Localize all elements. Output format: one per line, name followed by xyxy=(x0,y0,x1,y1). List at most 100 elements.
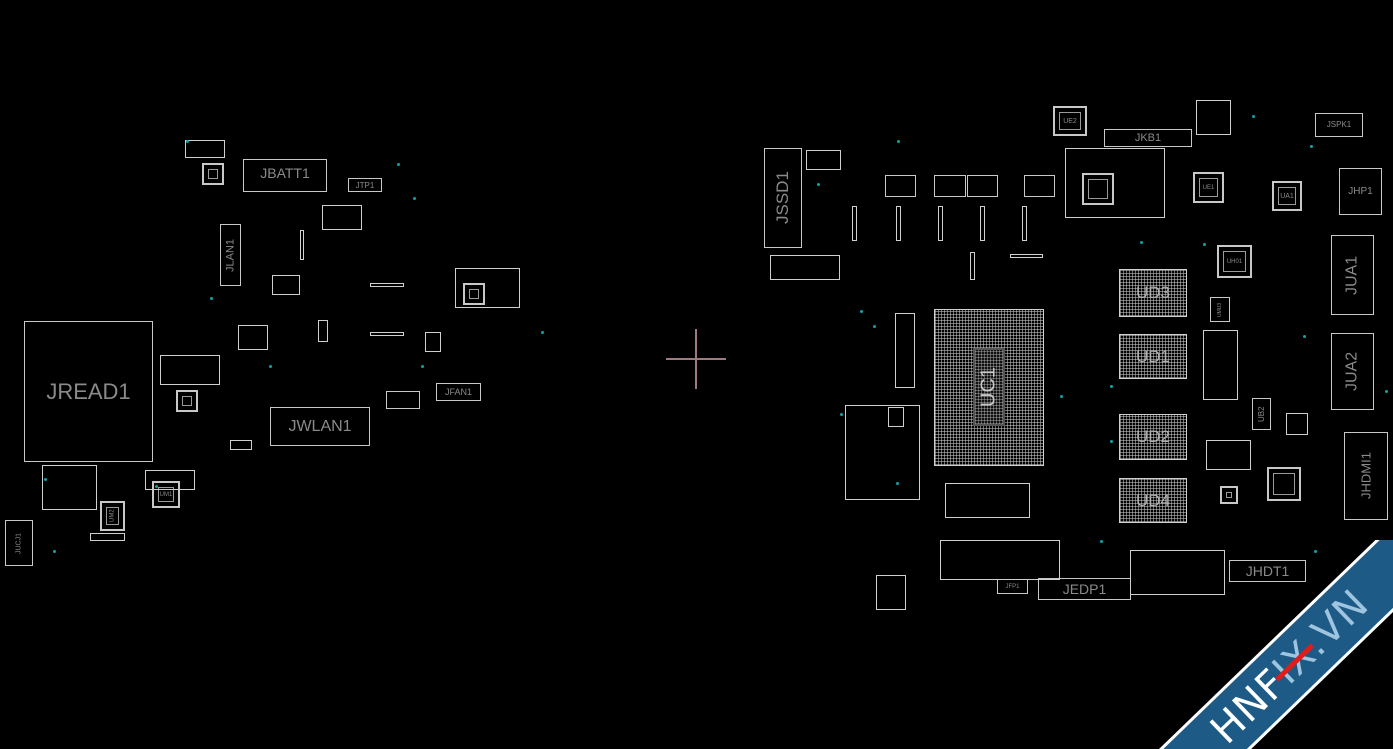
passive-component[interactable] xyxy=(300,230,304,260)
umu3-ic[interactable]: UMU3 xyxy=(1210,297,1230,322)
ic-chip[interactable] xyxy=(202,163,224,185)
small-connector[interactable] xyxy=(386,391,420,409)
ud2-label: UD2 xyxy=(1135,427,1170,446)
passive-component[interactable] xyxy=(1196,100,1231,135)
ua1-ic[interactable]: UA1 xyxy=(1272,181,1302,211)
ic-chip[interactable] xyxy=(463,283,485,305)
jread1-label: JREAD1 xyxy=(46,378,131,404)
jkb1-connector[interactable]: JKB1 xyxy=(1104,129,1192,147)
ic-chip[interactable] xyxy=(176,390,198,412)
passive-component[interactable] xyxy=(185,140,225,158)
jbatt1-connector[interactable]: JBATT1 xyxy=(243,159,327,192)
ud4-label: UD4 xyxy=(1135,490,1170,510)
passive-component[interactable] xyxy=(1010,254,1043,258)
jspk1-connector[interactable]: JSPK1 xyxy=(1315,113,1363,137)
jua2-usb-connector[interactable]: JUA2 xyxy=(1331,333,1374,410)
inductor[interactable] xyxy=(934,175,966,197)
capacitor[interactable] xyxy=(938,206,943,241)
jtp1-connector[interactable]: JTP1 xyxy=(348,178,382,192)
passive-component[interactable] xyxy=(1206,440,1251,470)
jbatt1-label: JBATT1 xyxy=(260,164,310,181)
passive-component[interactable] xyxy=(160,355,220,385)
jspk1-label: JSPK1 xyxy=(1326,119,1352,129)
ue2-ic[interactable]: UE2 xyxy=(1053,106,1087,136)
passive-component[interactable] xyxy=(888,407,904,427)
jucj1-label: JUCJ1 xyxy=(15,532,23,554)
ud1-memory[interactable]: UD1 xyxy=(1119,334,1187,379)
jucj1-connector[interactable]: JUCJ1 xyxy=(5,520,33,566)
jhdt1-connector[interactable]: JHDT1 xyxy=(1229,560,1306,582)
um2-ic[interactable]: UM2 xyxy=(100,501,125,531)
ud3-memory[interactable]: UD3 xyxy=(1119,269,1187,317)
watermark-text: HNFIX.VN xyxy=(1202,581,1378,749)
passive-component[interactable] xyxy=(145,470,195,490)
jhdmi1-connector[interactable]: JHDMI1 xyxy=(1344,432,1388,520)
jread1-card-reader[interactable]: JREAD1 xyxy=(24,321,153,462)
ic-chip[interactable] xyxy=(1082,173,1114,205)
uc1-cpu[interactable]: UC1 xyxy=(934,309,1044,466)
inductor[interactable] xyxy=(967,175,998,197)
passive-component[interactable] xyxy=(455,268,520,308)
jfp1-label: JFP1 xyxy=(1005,583,1020,590)
jwlan1-connector[interactable]: JWLAN1 xyxy=(270,407,370,446)
passive-component[interactable] xyxy=(895,313,915,388)
jua1-usb-connector[interactable]: JUA1 xyxy=(1331,235,1374,315)
inductor[interactable] xyxy=(885,175,916,197)
capacitor[interactable] xyxy=(980,206,985,241)
watermark: HNFIX.VN xyxy=(1150,540,1393,749)
passive-component[interactable] xyxy=(272,275,300,295)
capacitor[interactable] xyxy=(852,206,857,241)
ic-chip[interactable] xyxy=(1267,467,1301,501)
passive-component[interactable] xyxy=(945,483,1030,518)
ud2-memory[interactable]: UD2 xyxy=(1119,414,1187,460)
ud1-label: UD1 xyxy=(1135,346,1170,366)
passive-component[interactable] xyxy=(318,320,328,342)
passive-component[interactable] xyxy=(90,533,125,541)
jlan1-label: JLAN1 xyxy=(224,238,237,272)
jedp1-connector[interactable]: JEDP1 xyxy=(1038,578,1131,600)
passive-component[interactable] xyxy=(425,332,441,352)
ub2-ic[interactable]: UB2 xyxy=(1252,398,1271,430)
ic-chip[interactable] xyxy=(1220,486,1238,504)
jssd1-label: JSSD1 xyxy=(773,171,792,225)
jhp1-connector[interactable]: JHP1 xyxy=(1339,168,1382,215)
uh01-ic[interactable]: UH01 xyxy=(1217,245,1252,278)
passive-component[interactable] xyxy=(1065,148,1165,218)
passive-component[interactable] xyxy=(238,325,268,350)
jfan1-connector[interactable]: JFAN1 xyxy=(436,383,481,401)
passive-component[interactable] xyxy=(770,255,840,280)
passive-component[interactable] xyxy=(1286,413,1308,435)
inductor[interactable] xyxy=(1024,175,1055,197)
jua1-label: JUA1 xyxy=(1343,255,1361,295)
jkb1-label: JKB1 xyxy=(1134,132,1162,144)
jua2-label: JUA2 xyxy=(1343,351,1361,392)
passive-component[interactable] xyxy=(940,540,1060,580)
jlan1-connector[interactable]: JLAN1 xyxy=(220,224,241,286)
jedp1-label: JEDP1 xyxy=(1062,581,1107,597)
ue1-ic[interactable]: UE1 xyxy=(1193,172,1224,203)
passive-component[interactable] xyxy=(322,205,362,230)
passive-component[interactable] xyxy=(845,405,920,500)
passive-component[interactable] xyxy=(1203,330,1238,400)
ue2-label: UE2 xyxy=(1063,117,1077,125)
capacitor[interactable] xyxy=(970,252,975,280)
capacitor[interactable] xyxy=(896,206,901,241)
uh01-label: UH01 xyxy=(1226,258,1243,265)
jfp1-connector[interactable]: JFP1 xyxy=(997,579,1028,594)
capacitor[interactable] xyxy=(1022,206,1027,241)
ua1-label: UA1 xyxy=(1280,192,1294,200)
passive-component[interactable] xyxy=(876,575,906,610)
jfan1-label: JFAN1 xyxy=(444,387,472,397)
passive-component[interactable] xyxy=(370,332,404,336)
um1-ic[interactable]: UM1 xyxy=(152,481,180,508)
uc1-label: UC1 xyxy=(977,367,1000,408)
jwlan1-label: JWLAN1 xyxy=(288,417,352,435)
passive-component[interactable] xyxy=(370,283,404,287)
passive-component[interactable] xyxy=(230,440,252,450)
passive-component[interactable] xyxy=(1130,550,1225,595)
jssd1-connector[interactable]: JSSD1 xyxy=(764,148,802,248)
passive-component[interactable] xyxy=(42,465,97,510)
passive-component[interactable] xyxy=(806,150,841,170)
ud4-memory[interactable]: UD4 xyxy=(1119,478,1187,523)
